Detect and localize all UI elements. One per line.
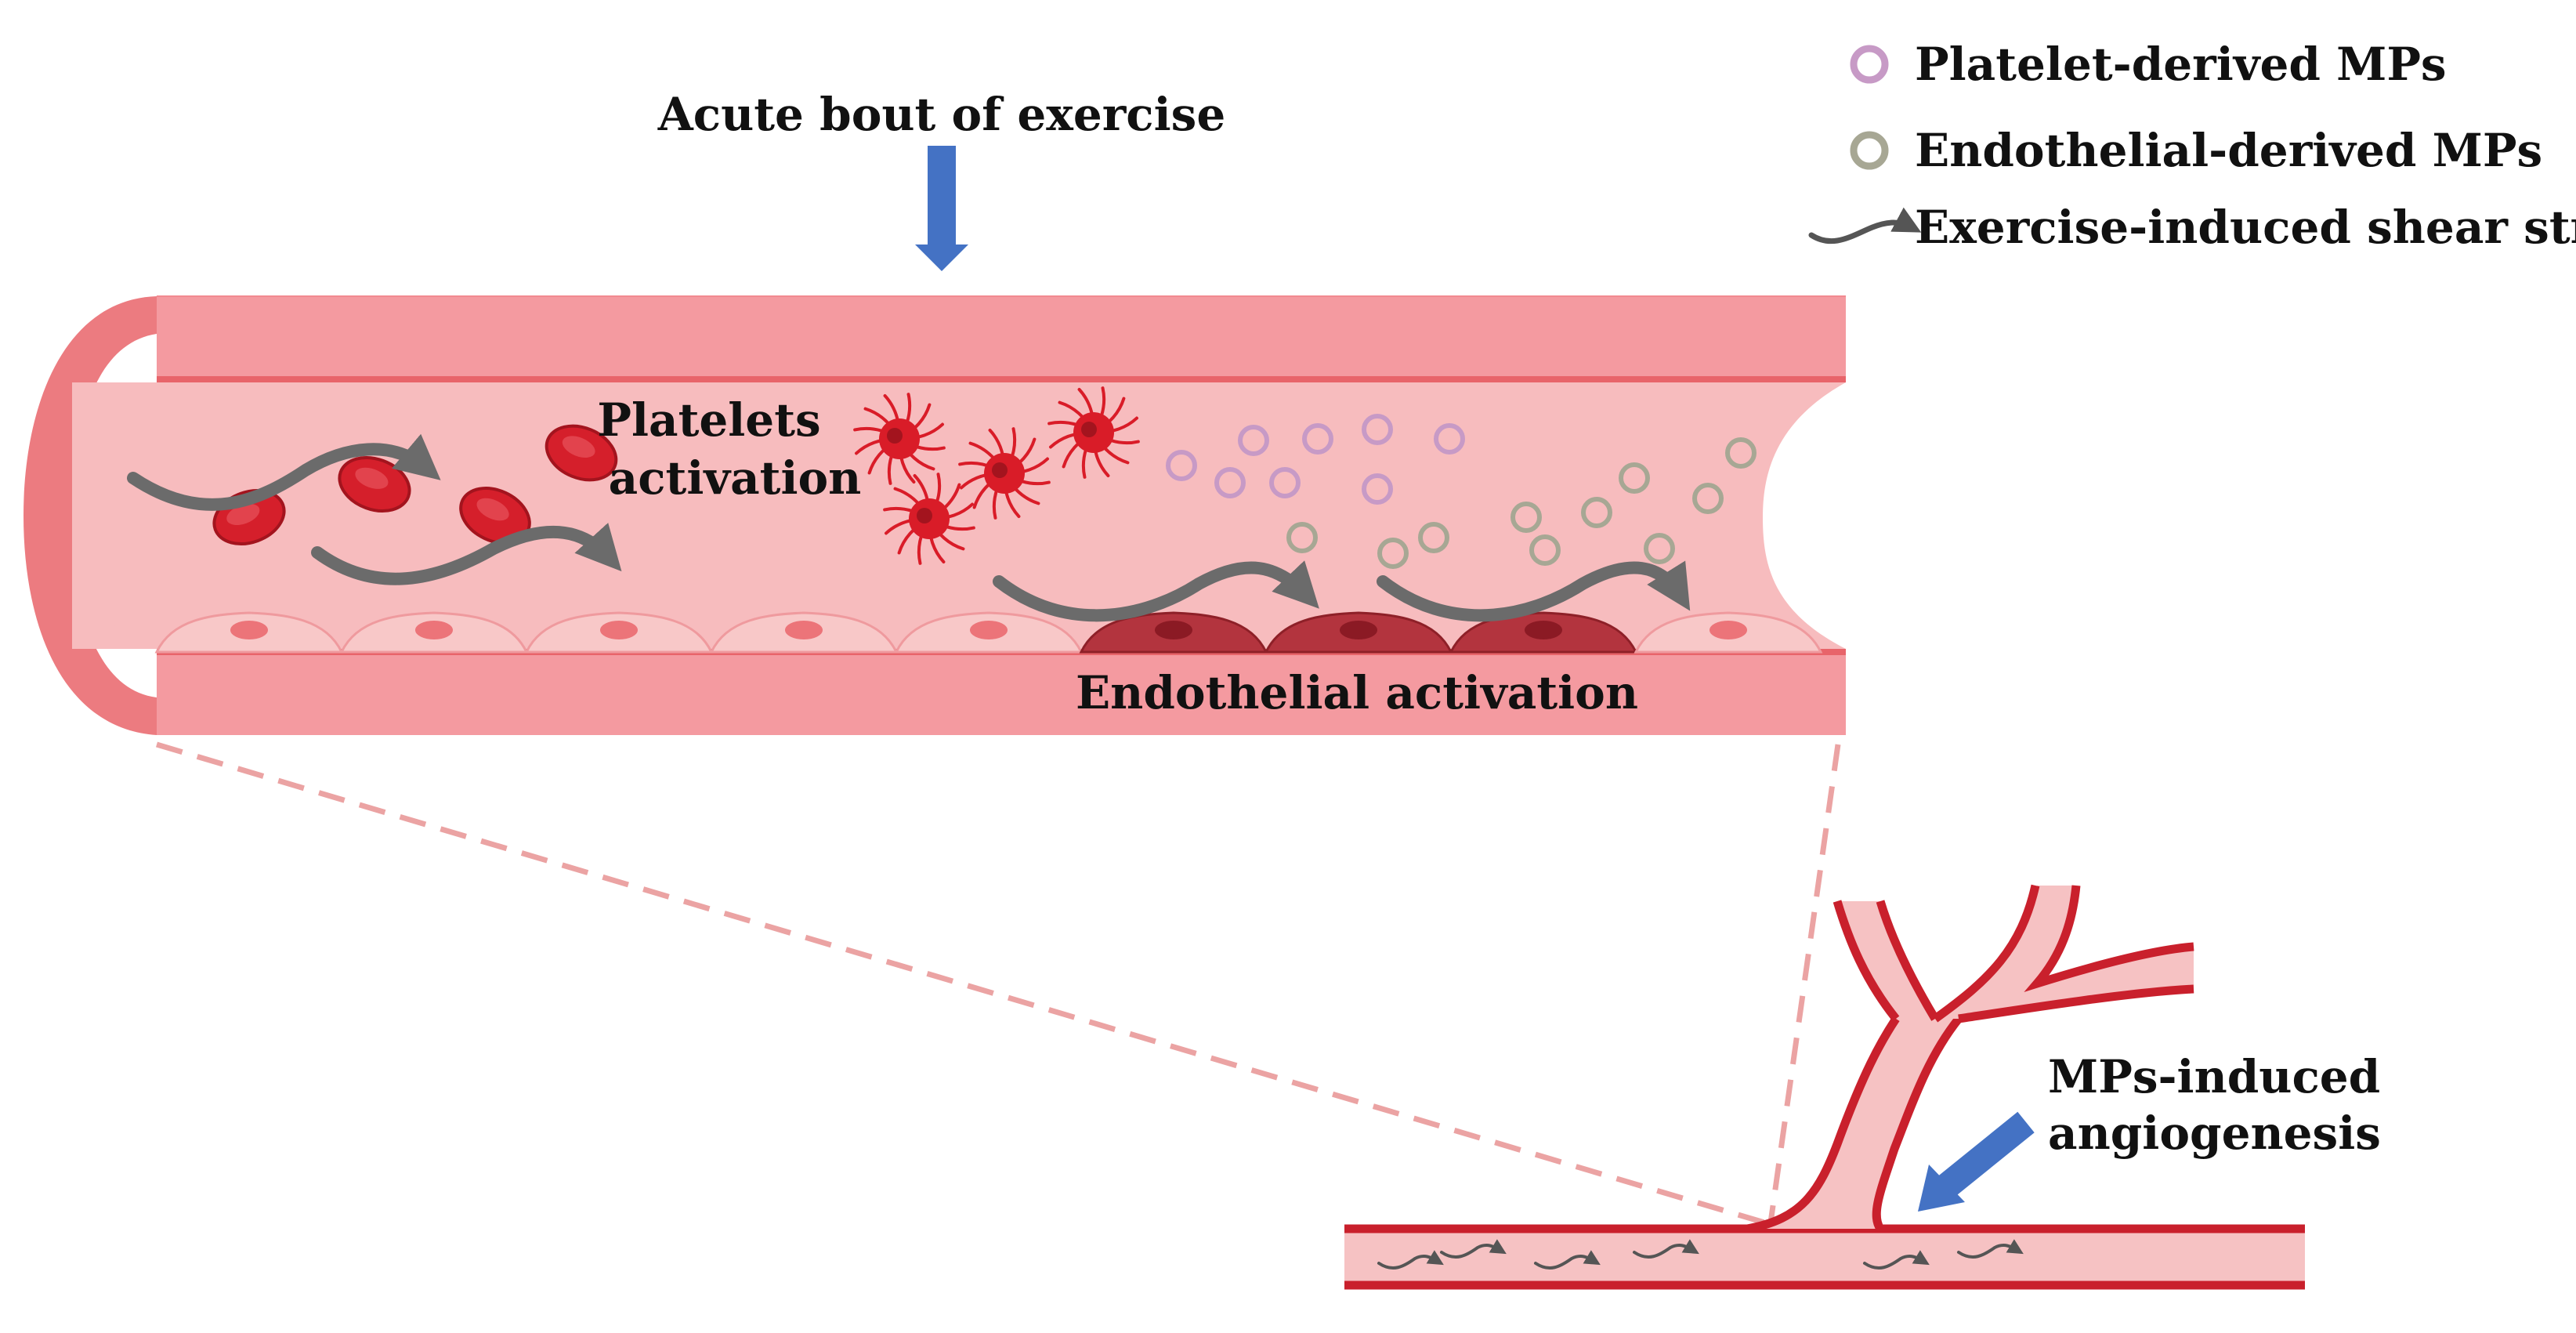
- endothelial-cell: [524, 611, 714, 654]
- legend: Platelet-derived MPs Endothelial-derived…: [1808, 38, 2576, 254]
- vessel-bottom-wall: [157, 652, 1846, 735]
- platelet: [883, 473, 975, 565]
- shear-squiggle: [1633, 1239, 1699, 1259]
- shear-squiggle: [1534, 1250, 1601, 1270]
- platelet: [853, 393, 946, 485]
- endothelial-cell: [339, 611, 529, 654]
- endothelial-cell: [1634, 611, 1823, 654]
- shear-arrow: [1377, 560, 1691, 622]
- vessel-open-end: [1763, 382, 1846, 649]
- capillary-branch: [1747, 1019, 1959, 1229]
- shear-arrow: [311, 523, 622, 585]
- platelet-mp: [1362, 473, 1393, 505]
- activated-endothelial-cell: [1449, 611, 1638, 654]
- activated-endothelial-cell: [1264, 611, 1453, 654]
- platelets-activation-label-line2: activation: [609, 451, 862, 505]
- endothelial-mp: [1725, 437, 1757, 469]
- platelet-mp: [1269, 467, 1301, 498]
- legend-platelet-mp-icon: [1850, 45, 1889, 84]
- shear-squiggle: [1957, 1239, 2024, 1259]
- endothelial-lining: [154, 611, 1823, 654]
- vessel-top-wall: [157, 296, 1846, 379]
- angiogenesis-label-line2: angiogenesis: [2048, 1107, 2381, 1160]
- endothelial-mp: [1529, 534, 1561, 566]
- angiogenesis-label-line1: MPs-induced: [2048, 1050, 2380, 1103]
- endothelial-mp: [1286, 522, 1318, 553]
- angiogenesis-arrow: [1918, 1111, 2035, 1212]
- exercise-down-arrow: [915, 146, 968, 271]
- endothelial-mp: [1511, 502, 1542, 533]
- activated-platelets: [853, 386, 1140, 565]
- platelet-mp: [1238, 425, 1269, 456]
- platelets-activation-label-line1: Platelets: [597, 393, 820, 447]
- endothelial-activation-label: Endothelial activation: [1076, 666, 1638, 719]
- endothelial-cell: [154, 611, 344, 654]
- activated-endothelial-cell: [1079, 611, 1268, 654]
- shear-arrow: [127, 433, 441, 511]
- platelet: [1047, 386, 1140, 479]
- vessel-rim: [24, 296, 157, 735]
- legend-shear-stress-icon: [1808, 207, 1922, 245]
- platelet-mp: [1362, 414, 1393, 445]
- endothelial-mp: [1581, 497, 1612, 528]
- legend-endothelial-mp-icon: [1850, 131, 1889, 170]
- red-blood-cell: [545, 424, 618, 482]
- shear-squiggle: [1377, 1250, 1444, 1270]
- capillary-shear-squiggles: [1377, 1239, 2024, 1270]
- shear-stress-arrows: [127, 433, 1691, 622]
- endothelial-mp: [1619, 462, 1650, 494]
- acute-exercise-label: Acute bout of exercise: [657, 88, 1225, 141]
- microparticles: [1166, 414, 1757, 569]
- endothelial-mp: [1418, 522, 1449, 553]
- endothelial-cell: [709, 611, 899, 654]
- shear-arrow: [993, 560, 1319, 622]
- endothelial-cell: [894, 611, 1084, 654]
- platelet-mp: [1434, 423, 1465, 455]
- platelet-mp: [1214, 467, 1246, 498]
- capillary: [1344, 884, 2305, 1290]
- endothelial-mp: [1692, 483, 1724, 514]
- shear-squiggle: [1440, 1239, 1507, 1259]
- shear-squiggle: [1863, 1250, 1930, 1270]
- vessel-lumen: [72, 382, 1846, 649]
- platelet-mp: [1166, 450, 1197, 481]
- legend-shear-stress-label: Exercise-induced shear stress: [1915, 201, 2576, 254]
- legend-endothelial-mps-label: Endothelial-derived MPs: [1915, 124, 2542, 177]
- red-blood-cell: [459, 487, 531, 545]
- zoom-lines: [156, 741, 1841, 1226]
- platelet: [958, 427, 1051, 520]
- platelet-mp: [1302, 423, 1333, 455]
- endothelial-mp: [1377, 538, 1409, 569]
- legend-platelet-mps-label: Platelet-derived MPs: [1915, 38, 2447, 91]
